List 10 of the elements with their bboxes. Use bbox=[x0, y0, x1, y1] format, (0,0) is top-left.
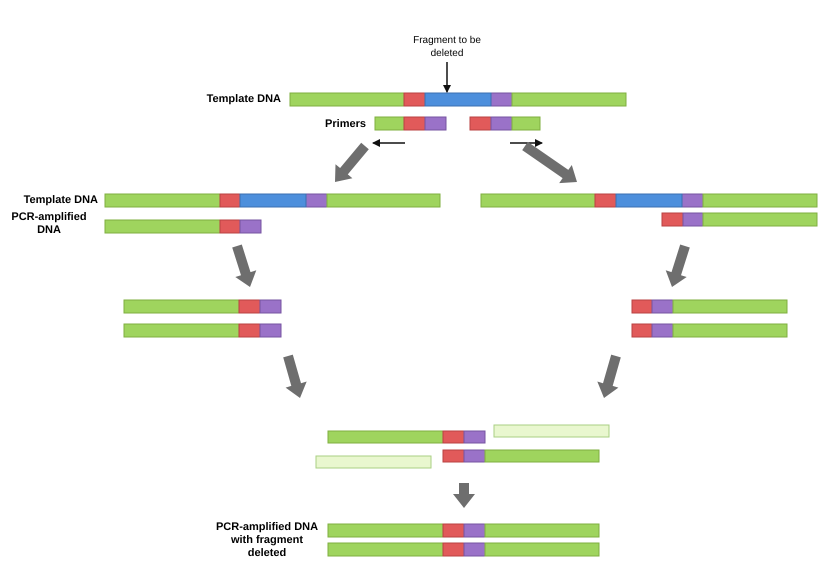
fragment-segment bbox=[616, 194, 682, 208]
strand-label: PCR-amplified DNA bbox=[10, 211, 88, 237]
fragment-segment bbox=[424, 92, 492, 106]
leader-arrow bbox=[443, 62, 451, 93]
strand-label: Template DNA bbox=[206, 93, 281, 106]
fragment-segment bbox=[240, 194, 306, 208]
strand-label: PCR-amplified DNA with fragment deleted bbox=[214, 521, 320, 560]
strand-label: Template DNA bbox=[22, 194, 98, 207]
strand-label: Primers bbox=[324, 118, 366, 131]
callout-text: Fragment to be deleted bbox=[407, 34, 487, 60]
